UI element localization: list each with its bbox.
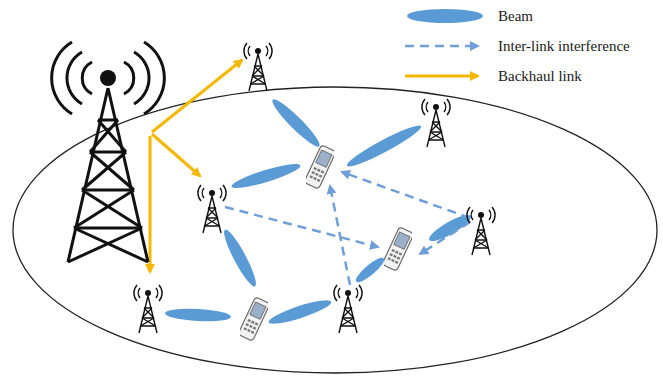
- beams: [165, 95, 474, 327]
- small-towers: [134, 43, 495, 333]
- legend-backhaul-arrow: [405, 75, 478, 78]
- backhaul-links: [150, 60, 242, 272]
- legend-label: Inter-link interference: [498, 37, 630, 55]
- phones: [238, 145, 414, 341]
- legend-label: Beam: [498, 7, 533, 25]
- macro-tower: [52, 42, 165, 262]
- coverage-ellipse: [13, 87, 657, 373]
- legend-label: Backhaul link: [498, 67, 582, 85]
- legend-dashed-arrow: [405, 45, 478, 48]
- interference-links: [225, 172, 470, 285]
- legend-beam-sample: [407, 9, 483, 23]
